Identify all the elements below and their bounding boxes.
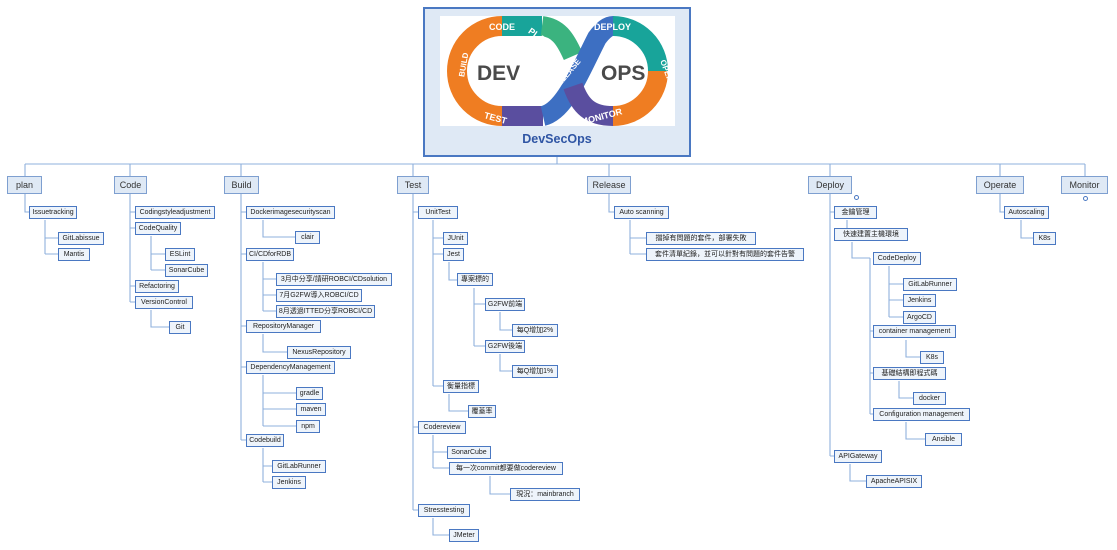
node-gitlabrunner-deploy[interactable]: GitLabRunner [903,278,957,291]
node-issuetracking[interactable]: Issuetracking [29,206,77,219]
node-container-management[interactable]: container management [873,325,956,338]
node-codebuild[interactable]: Codebuild [246,434,284,447]
node-apigateway[interactable]: APIGateway [834,450,882,463]
node-record-alert[interactable]: 套件清單紀錄，並可以針對有問題的套件告警 [646,248,804,261]
node-junit[interactable]: JUnit [443,232,468,245]
node-sonarcube-code[interactable]: SonarCube [165,264,208,277]
node-codedeploy[interactable]: CodeDeploy [873,252,921,265]
node-k8s-operate[interactable]: K8s [1033,232,1056,245]
node-autoscanning[interactable]: Auto scanning [614,206,669,219]
node-gitlabrunner-build[interactable]: GitLabRunner [272,460,326,473]
node-infra-as-code[interactable]: 基礎結構即程式碼 [873,367,946,380]
deploy-collapse-marker[interactable] [854,195,859,200]
node-codequality[interactable]: CodeQuality [135,222,181,235]
branch-deploy[interactable]: Deploy [808,176,852,194]
node-autoscaling[interactable]: Autoscaling [1004,206,1049,219]
node-rdb-step-3[interactable]: 8月透過ITTED分享ROBCI/CD [276,305,375,318]
logo-ops: OPS [601,62,645,85]
node-block-deploy[interactable]: 擋掉有問題的套件，部署失敗 [646,232,756,245]
node-cicd-rdb[interactable]: CI/CDforRDB [246,248,294,261]
node-eslint[interactable]: ESLint [165,248,195,261]
node-sonarcube-test[interactable]: SonarCube [447,446,491,459]
node-coverage-up-2[interactable]: 每Q增加2% [512,324,558,337]
node-unittest[interactable]: UnitTest [418,206,458,219]
node-gitlabissue[interactable]: GitLabissue [58,232,104,245]
node-versioncontrol[interactable]: VersionControl [135,296,193,309]
node-apisix[interactable]: ApacheAPISIX [866,475,922,488]
node-jenkins-deploy[interactable]: Jenkins [903,294,936,307]
node-commit-review[interactable]: 每一次commit都要做codereview [449,462,563,475]
node-status-mainbranch[interactable]: 現況：mainbranch [510,488,580,501]
node-dockerscan[interactable]: Dockerimagesecurityscan [246,206,335,219]
node-argocd[interactable]: ArgoCD [903,311,936,324]
node-codingstyle[interactable]: Codingstyleadjustment [135,206,215,219]
node-g2fw-backend[interactable]: G2FW後端 [485,340,525,353]
branch-release[interactable]: Release [587,176,631,194]
monitor-expand-marker[interactable] [1083,196,1088,201]
node-key-management[interactable]: 金鑰管理 [834,206,877,219]
node-fast-env[interactable]: 快速建置主機環境 [834,228,908,241]
node-ansible[interactable]: Ansible [925,433,962,446]
node-metrics[interactable]: 衡量指標 [443,380,479,393]
node-coverage[interactable]: 覆蓋率 [468,405,496,418]
logo-dev: DEV [477,62,520,85]
node-repomanager[interactable]: RepositoryManager [246,320,321,333]
node-config-management[interactable]: Configuration management [873,408,970,421]
branch-test[interactable]: Test [397,176,429,194]
node-nexus[interactable]: NexusRepository [287,346,351,359]
node-coverage-up-1[interactable]: 每Q增加1% [512,365,558,378]
node-npm[interactable]: npm [296,420,320,433]
node-git[interactable]: Git [169,321,191,334]
node-gradle[interactable]: gradle [296,387,323,400]
node-jmeter[interactable]: JMeter [449,529,479,542]
node-clair[interactable]: clair [295,231,320,244]
branch-build[interactable]: Build [224,176,259,194]
branch-monitor[interactable]: Monitor [1061,176,1108,194]
branch-plan[interactable]: plan [7,176,42,194]
root-title: DevSecOps [522,132,592,146]
node-stresstesting[interactable]: Stresstesting [418,504,470,517]
logo-deploy: DEPLOY [594,22,631,32]
node-docker[interactable]: docker [913,392,946,405]
branch-operate[interactable]: Operate [976,176,1024,194]
node-codereview[interactable]: Codereview [418,421,466,434]
logo-build: BUILD [457,52,470,78]
devops-logo: CODE PLAN RELEASE DEPLOY OPERATE MONITOR… [440,16,680,127]
node-g2fw-frontend[interactable]: G2FW前端 [485,298,525,311]
node-refactoring[interactable]: Refactoring [135,280,179,293]
node-mantis[interactable]: Mantis [58,248,90,261]
logo-code: CODE [489,22,515,32]
node-rdb-step-1[interactable]: 3月中分享/請研ROBCI/CDsolution [276,273,392,286]
node-project-goal[interactable]: 專案標的 [457,273,493,286]
node-depmanagement[interactable]: DependencyManagement [246,361,335,374]
node-rdb-step-2[interactable]: 7月G2FW導入ROBCI/CD [276,289,362,302]
node-maven[interactable]: maven [296,403,326,416]
node-k8s-deploy[interactable]: K8s [920,351,944,364]
node-jest[interactable]: Jest [443,248,464,261]
node-jenkins-build[interactable]: Jenkins [272,476,306,489]
branch-code[interactable]: Code [114,176,147,194]
